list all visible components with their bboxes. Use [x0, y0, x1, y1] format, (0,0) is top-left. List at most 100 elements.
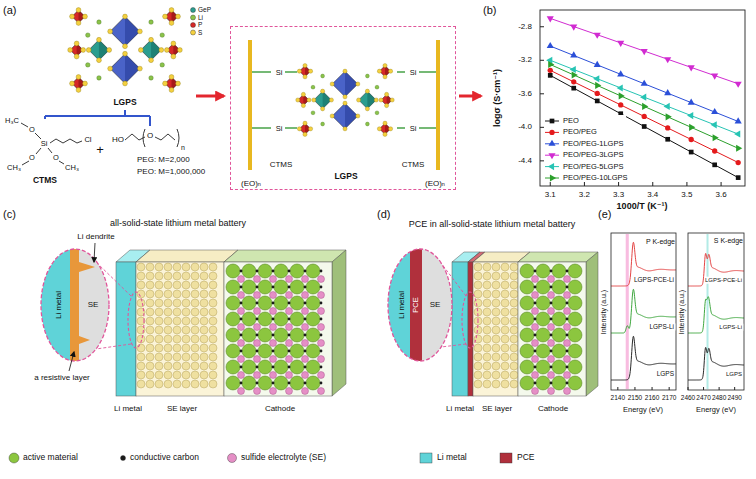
- carbon-particle: [288, 350, 291, 353]
- data-point: [736, 160, 741, 165]
- data-point: [617, 41, 624, 47]
- sulfur-atom: [70, 81, 75, 86]
- carbon-particle: [320, 270, 323, 273]
- electrolyte-particle: [146, 353, 154, 361]
- sulfur-atom: [171, 54, 176, 59]
- electrolyte-particle: [155, 353, 163, 361]
- electrolyte-particle: [173, 308, 181, 316]
- sulfur-atom: [343, 69, 347, 73]
- electrolyte-particle: [173, 263, 181, 271]
- electrolyte-particle: [286, 308, 293, 315]
- active-particle: [226, 344, 240, 358]
- electrolyte-particle: [501, 380, 509, 388]
- electrolyte-particle: [474, 263, 482, 271]
- data-point: [711, 108, 718, 114]
- gep-tetrahedron: [141, 40, 161, 60]
- electrolyte-particle: [137, 290, 145, 298]
- part-label: Cathode: [538, 405, 568, 414]
- active-particle: [258, 280, 272, 294]
- sulfur-atom: [296, 98, 300, 102]
- active-particle: [258, 360, 272, 374]
- active-particle: [568, 360, 582, 374]
- active-particle: [242, 328, 256, 342]
- sulfur-atom: [123, 44, 128, 49]
- active-particle: [552, 360, 566, 374]
- electrolyte-particle: [492, 281, 500, 289]
- electrolyte-particle: [238, 372, 245, 379]
- data-point: [736, 175, 741, 180]
- zoom-outline: [388, 249, 452, 361]
- data-point: [570, 24, 577, 30]
- data-point: [664, 57, 671, 63]
- gep-tetrahedron: [359, 91, 377, 109]
- active-particle: [552, 376, 566, 390]
- data-point: [572, 71, 578, 78]
- electrolyte-particle: [510, 281, 518, 289]
- sulfur-atom: [377, 127, 381, 131]
- carbon-particle: [320, 350, 323, 353]
- electrolyte-particle: [182, 317, 190, 325]
- electrolyte-particle: [548, 324, 555, 331]
- electrolyte-particle: [483, 281, 491, 289]
- tick-label: 2490: [727, 394, 741, 401]
- data-point: [594, 61, 601, 67]
- node-text: SE: [88, 301, 99, 310]
- panel-title: all-solid-state lithium metal battery: [110, 219, 246, 229]
- electrolyte-particle: [483, 371, 491, 379]
- sulfur-atom: [303, 121, 307, 125]
- sulfur-atom: [107, 48, 112, 53]
- electrolyte-particle: [146, 371, 154, 379]
- se-layer-slab: [473, 262, 518, 396]
- electrolyte-particle: [501, 290, 509, 298]
- active-particle: [536, 328, 550, 342]
- active-particle: [258, 296, 272, 310]
- sulfur-atom: [76, 21, 81, 26]
- data-point: [619, 92, 625, 99]
- tick-mark: [540, 26, 544, 27]
- electrolyte-particle: [510, 317, 518, 325]
- electrolyte-particle: [510, 371, 518, 379]
- li-atom: [311, 85, 315, 89]
- electrolyte-particle: [146, 326, 154, 334]
- li-atom: [160, 63, 164, 67]
- electrolyte-particle: [483, 272, 491, 280]
- active-particle: [552, 328, 566, 342]
- electrolyte-particle: [474, 272, 482, 280]
- electrolyte-particle: [548, 388, 555, 395]
- tick-label: 3.3: [613, 191, 624, 200]
- electrolyte-particle: [238, 340, 245, 347]
- li-atom: [321, 74, 325, 78]
- note-label: PEG: M=2,000: [137, 156, 190, 165]
- electrolyte-particle: [474, 371, 482, 379]
- electrolyte-particle: [302, 292, 309, 299]
- electrolyte-particle: [501, 308, 509, 316]
- electrolyte-particle: [146, 290, 154, 298]
- electrolyte-particle: [164, 380, 172, 388]
- data-line: [550, 46, 738, 121]
- active-particle: [226, 312, 240, 326]
- se-layer-slab-top: [136, 250, 238, 262]
- sulfur-atom: [149, 37, 154, 42]
- electrolyte-particle: [510, 353, 518, 361]
- electrolyte-particle: [238, 356, 245, 363]
- electrolyte-particle: [564, 324, 571, 331]
- electrolyte-particle: [510, 299, 518, 307]
- silane-linker: [419, 127, 436, 128]
- active-particle: [552, 280, 566, 294]
- tick-label: 3.4: [647, 191, 658, 200]
- data-point: [547, 16, 554, 22]
- electrolyte-particle: [164, 353, 172, 361]
- electrolyte-particle: [200, 272, 208, 280]
- electrolyte-particle: [318, 276, 325, 283]
- node-text: (EO)ₙ: [425, 180, 445, 189]
- se-layer-slab: [136, 262, 224, 396]
- data-point: [688, 98, 695, 104]
- sulfur-atom: [159, 48, 164, 53]
- data-point: [617, 70, 624, 76]
- sulfur-atom: [303, 75, 307, 79]
- electrolyte-particle: [270, 372, 277, 379]
- electrolyte-particle: [302, 308, 309, 315]
- sulfur-atom: [356, 114, 360, 118]
- electrolyte-particle: [173, 380, 181, 388]
- carbon-particle: [272, 302, 275, 305]
